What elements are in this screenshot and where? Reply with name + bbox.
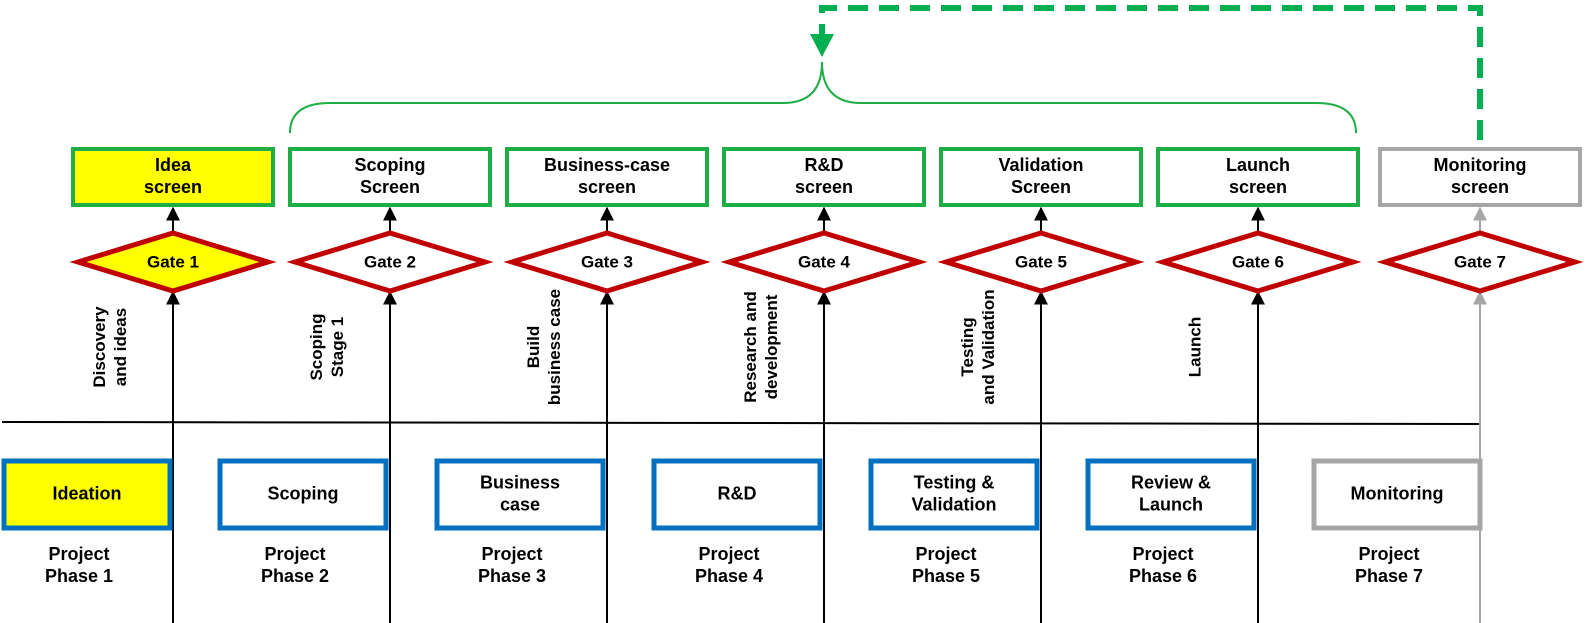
- phase-caption: Project: [264, 544, 325, 564]
- phase-box: [1311, 458, 1483, 531]
- phase-box-label: Ideation: [52, 483, 121, 503]
- screen-label: Validation: [998, 155, 1083, 175]
- screen-label: Idea: [155, 155, 192, 175]
- gate-label: Gate 2: [364, 252, 416, 271]
- phase-box-label: Validation: [911, 494, 996, 514]
- gate-diamond: [1376, 230, 1584, 294]
- feedback-loop: [289, 5, 1483, 140]
- phase-caption: Project: [481, 544, 542, 564]
- screen-label: screen: [1451, 177, 1509, 197]
- stage-label: development: [762, 294, 781, 399]
- phase-box-label: Review &: [1131, 472, 1211, 492]
- phase-box-label: Monitoring: [1351, 483, 1444, 503]
- gate-diamond: [69, 230, 277, 294]
- phase-caption: Phase 2: [261, 566, 329, 586]
- phase-box-label: R&D: [718, 483, 757, 503]
- phase-box: [868, 458, 1040, 531]
- screens-bracket: [289, 61, 1357, 134]
- feedback-arrowhead: [810, 34, 834, 57]
- gate-label: Gate 4: [798, 252, 851, 271]
- stage-label: Build: [524, 326, 543, 369]
- stage-label: Scoping: [307, 313, 326, 380]
- screen-box: [722, 147, 926, 207]
- screen-box: [1156, 147, 1360, 207]
- stage-label: Discovery: [90, 306, 109, 388]
- screen-label: screen: [1229, 177, 1287, 197]
- phase-caption: Phase 1: [45, 566, 113, 586]
- screen-label: Screen: [360, 177, 420, 197]
- gate-label: Gate 3: [581, 252, 633, 271]
- stage-label: and Validation: [979, 289, 998, 404]
- phase-box-label: case: [500, 494, 540, 514]
- phase-caption: Phase 4: [695, 566, 763, 586]
- stage-label: and ideas: [111, 308, 130, 386]
- screen-box: [505, 147, 709, 207]
- stage-label: Stage 1: [328, 317, 347, 377]
- screen-label: Launch: [1226, 155, 1290, 175]
- phase-caption: Phase 6: [1129, 566, 1197, 586]
- screen-box: [1378, 147, 1582, 207]
- screen-label: Business-case: [544, 155, 670, 175]
- gate-diamond: [286, 230, 494, 294]
- phase-caption: Project: [48, 544, 109, 564]
- phase-box-label: Launch: [1139, 494, 1203, 514]
- screen-label: screen: [795, 177, 853, 197]
- gate-diamond: [503, 230, 711, 294]
- stage-label: Launch: [1185, 317, 1204, 377]
- phase-caption: Phase 5: [912, 566, 980, 586]
- phase-box: [1085, 458, 1257, 531]
- gate-label: Gate 5: [1015, 252, 1067, 271]
- phase-caption: Phase 3: [478, 566, 546, 586]
- gate-diamond: [720, 230, 928, 294]
- screen-label: Scoping: [355, 155, 426, 175]
- phase-box: [434, 458, 606, 531]
- gate-diamond: [937, 230, 1145, 294]
- phase-caption: Project: [698, 544, 759, 564]
- phase-caption: Project: [1358, 544, 1419, 564]
- stage-label: business case: [545, 289, 564, 405]
- screen-label: screen: [144, 177, 202, 197]
- screen-box: [288, 147, 492, 207]
- phase-box: [1, 458, 173, 531]
- gate-label: Gate 6: [1232, 252, 1284, 271]
- stage-label: Research and: [741, 291, 760, 403]
- stage-label: Testing: [958, 317, 977, 376]
- timeline-divider: [1, 421, 1481, 425]
- gate-diamond: [1154, 230, 1362, 294]
- phase-caption: Project: [915, 544, 976, 564]
- screen-label: R&D: [805, 155, 844, 175]
- phase-box-label: Testing &: [914, 472, 995, 492]
- feedback-arrow-line: [819, 5, 1483, 140]
- screen-label: Monitoring: [1434, 155, 1527, 175]
- screen-box: [71, 147, 275, 207]
- phase-caption: Phase 7: [1355, 566, 1423, 586]
- phase-box-label: Scoping: [268, 483, 339, 503]
- gate-label: Gate 1: [147, 252, 199, 271]
- screen-label: Screen: [1011, 177, 1071, 197]
- phase-caption: Project: [1132, 544, 1193, 564]
- phase-box-label: Business: [480, 472, 560, 492]
- phase-box: [217, 458, 389, 531]
- screen-box: [939, 147, 1143, 207]
- screen-label: screen: [578, 177, 636, 197]
- gate-label: Gate 7: [1454, 252, 1506, 271]
- stage-label-group: Launch: [1185, 317, 1204, 377]
- phase-box: [651, 458, 823, 531]
